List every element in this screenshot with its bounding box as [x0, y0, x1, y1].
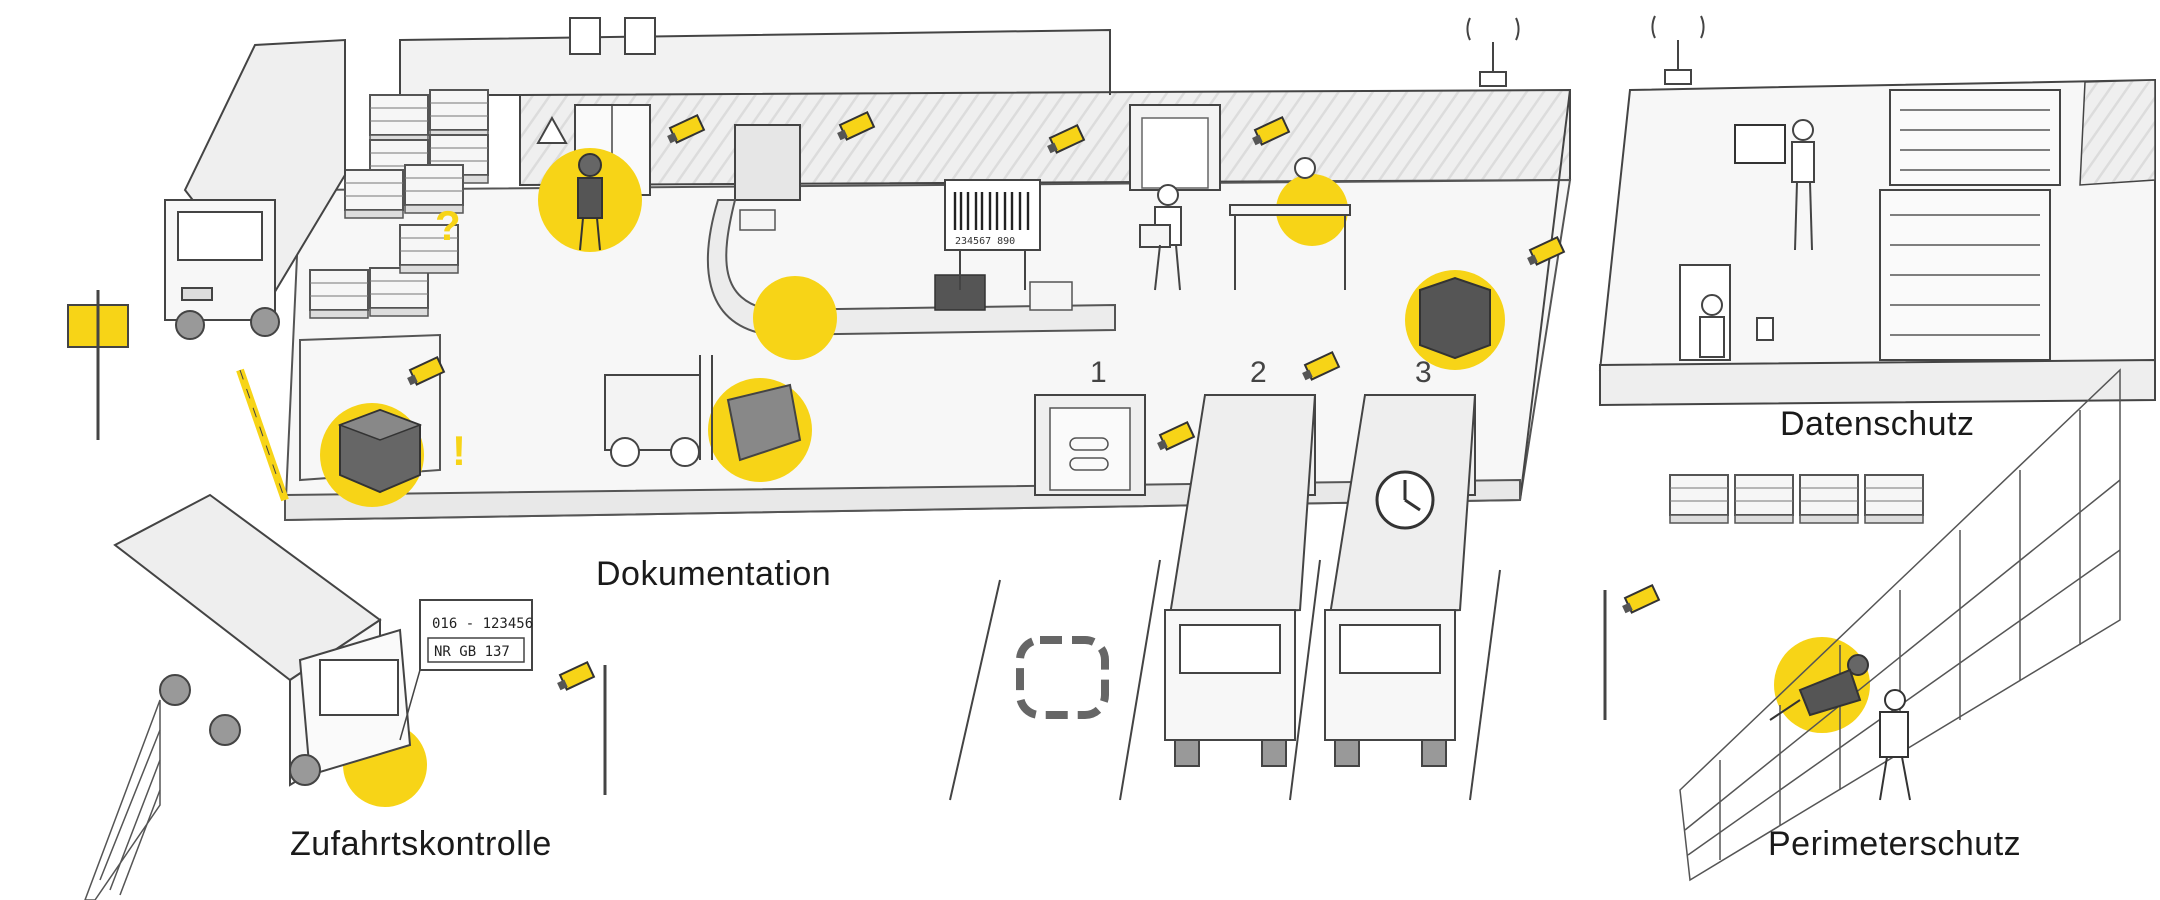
- barcode-number: 234567 890: [955, 236, 1015, 247]
- question-mark-icon: ?: [435, 202, 461, 249]
- dock-number-3: 3: [1415, 356, 1432, 389]
- label-datenschutz: Datenschutz: [1780, 405, 1975, 443]
- gate-barrier: [236, 368, 289, 502]
- wrapped-pallet: [337, 408, 423, 494]
- datacenter-staff: [1699, 119, 1815, 358]
- clerk-desk: [1229, 157, 1351, 290]
- left-fence: [84, 699, 161, 900]
- clock-icon: [1375, 470, 1435, 530]
- label-dokumentation: Dokumentation: [596, 555, 832, 593]
- guard-figure: [1879, 689, 1911, 801]
- scanned-pallet: [1419, 276, 1491, 360]
- gate-sign: [67, 290, 129, 440]
- intruder-figure: [1769, 654, 1869, 721]
- perimeter-fence: [1679, 368, 2121, 882]
- forklift: [604, 355, 802, 467]
- walking-worker: [1139, 184, 1182, 291]
- entering-truck: [113, 493, 412, 787]
- label-zufahrtskontrolle: Zufahrtskontrolle: [290, 825, 552, 863]
- parked-truck: [164, 38, 346, 340]
- outside-pallets: [1669, 474, 1924, 524]
- license-plate-line1: 016 - 123456: [432, 616, 533, 632]
- barcode-sign: [944, 179, 1041, 290]
- license-plate-callout: [399, 599, 533, 741]
- license-plate-line2: NR GB 137: [434, 644, 510, 660]
- data-room: [1598, 15, 2156, 407]
- exclamation-icon: !: [452, 427, 466, 474]
- docked-truck-1: [1164, 394, 1317, 767]
- worker-figure: [577, 153, 603, 251]
- road-markings: [949, 559, 1501, 801]
- dock-number-2: 2: [1250, 356, 1267, 389]
- label-perimeterschutz: Perimeterschutz: [1768, 825, 2022, 863]
- highlight-package: [753, 276, 837, 360]
- dock-number-1: 1: [1090, 356, 1107, 389]
